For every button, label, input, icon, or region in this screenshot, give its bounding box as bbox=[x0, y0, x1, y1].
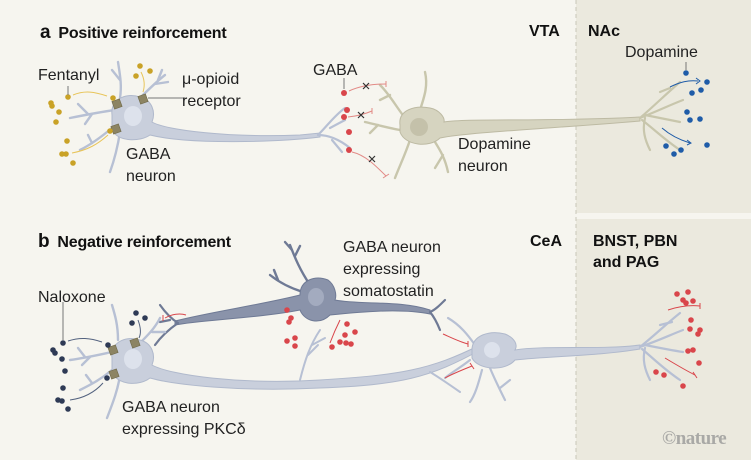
panel-separator bbox=[0, 213, 751, 219]
dopamine-molecules bbox=[663, 70, 710, 157]
bnst-region bbox=[576, 219, 751, 460]
region-pag: and PAG bbox=[593, 254, 660, 271]
receptors-b bbox=[107, 337, 141, 380]
target-neuron-nucleus bbox=[484, 342, 500, 358]
label-sst-neuron-1: GABA neuron bbox=[343, 239, 441, 256]
sst-inhibition-2 bbox=[329, 319, 341, 344]
target-neuron-terminals bbox=[638, 311, 685, 382]
target-inhibition bbox=[442, 333, 475, 379]
sst-neuron-nucleus bbox=[308, 288, 324, 306]
dopamine-arrows bbox=[661, 77, 701, 146]
panel-b-title-text: Negative reinforcement bbox=[57, 234, 231, 251]
label-sst-neuron-2: expressing bbox=[343, 261, 421, 278]
label-gaba-neuron-2: neuron bbox=[126, 168, 176, 185]
gaba-neuron-a-terminals bbox=[316, 106, 352, 154]
mu-opioid-receptors-a bbox=[110, 93, 149, 135]
label-receptor-2: receptor bbox=[182, 93, 241, 110]
label-gaba: GABA bbox=[313, 62, 358, 79]
panel-b-title: b Negative reinforcement bbox=[38, 231, 231, 253]
region-nac: NAc bbox=[588, 23, 621, 40]
gaba-neuron-a-dendrites bbox=[68, 60, 170, 174]
dopamine-neuron bbox=[399, 106, 641, 145]
pkcd-neuron-branch bbox=[299, 329, 461, 393]
gaba-molecules-a bbox=[341, 90, 352, 153]
pkcd-neuron-nucleus bbox=[124, 349, 142, 369]
region-cea: CeA bbox=[530, 233, 563, 250]
gaba-molecules-output bbox=[653, 289, 703, 389]
label-sst-neuron-3: somatostatin bbox=[343, 283, 434, 300]
blocked-marks bbox=[357, 82, 376, 163]
panel-a-title: a Positive reinforcement bbox=[40, 22, 227, 44]
fentanyl-arrows bbox=[71, 71, 145, 154]
label-dopamine-neuron-2: neuron bbox=[458, 158, 508, 175]
sst-inhibition-1 bbox=[164, 313, 187, 319]
label-dopamine-neuron-1: Dopamine bbox=[458, 136, 531, 153]
gaba-molecules-b bbox=[284, 307, 358, 350]
panel-a-title-text: Positive reinforcement bbox=[58, 25, 227, 42]
label-pkcd-neuron-2: expressing PKCδ bbox=[122, 421, 246, 438]
nac-region bbox=[576, 0, 751, 213]
dopamine-neuron-terminals bbox=[638, 80, 685, 152]
fentanyl-molecules bbox=[48, 63, 153, 166]
label-gaba-neuron-1: GABA bbox=[126, 146, 171, 163]
dopamine-neuron-nucleus bbox=[410, 118, 428, 136]
label-dopamine: Dopamine bbox=[625, 44, 698, 61]
naloxone-arrows bbox=[67, 319, 141, 401]
sst-neuron-terminals bbox=[153, 298, 447, 347]
target-neuron bbox=[471, 332, 641, 369]
pkcd-neuron bbox=[111, 338, 483, 390]
dopamine-neuron-dendrites bbox=[363, 70, 450, 180]
label-receptor-1: μ-opioid bbox=[182, 71, 240, 88]
region-vta: VTA bbox=[529, 23, 560, 40]
gaba-neuron-a-nucleus bbox=[124, 106, 142, 126]
output-inhibition bbox=[664, 303, 701, 379]
nature-credit: ©nature bbox=[662, 428, 727, 449]
naloxone-molecules bbox=[50, 310, 148, 412]
panel-a-letter: a bbox=[40, 22, 51, 43]
region-bnst-pbn: BNST, PBN bbox=[593, 233, 678, 250]
label-fentanyl: Fentanyl bbox=[38, 67, 100, 84]
label-naloxone: Naloxone bbox=[38, 289, 106, 306]
label-pkcd-neuron-1: GABA neuron bbox=[122, 399, 220, 416]
panel-b-letter: b bbox=[38, 231, 50, 252]
